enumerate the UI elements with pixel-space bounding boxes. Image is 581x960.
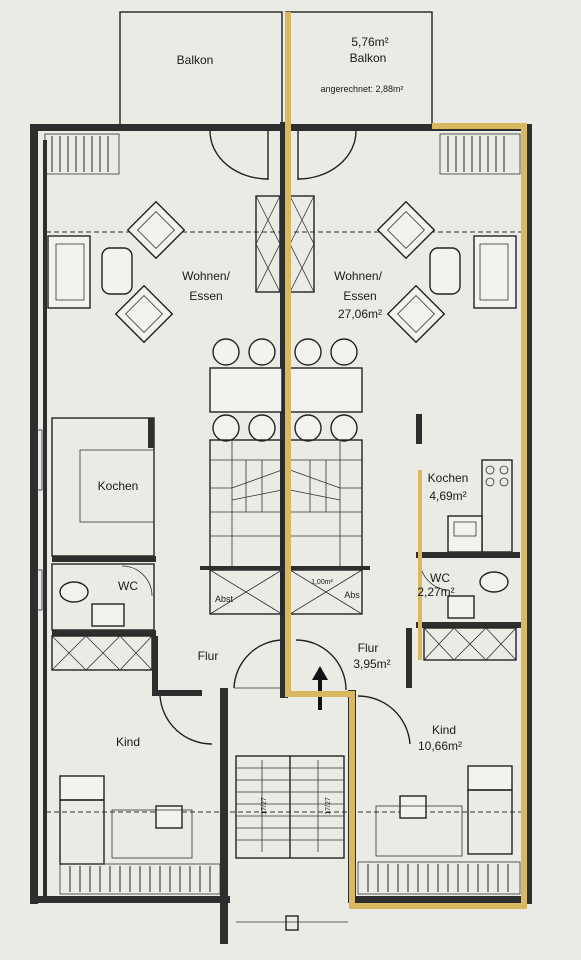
armchair-left-bottom [114, 284, 174, 344]
label-kochen-right: Kochen [428, 471, 469, 485]
label-balkon-left: Balkon [177, 53, 214, 67]
armchair-left-top [126, 200, 186, 260]
label-wc-left: WC [118, 579, 138, 593]
label-kind-right: Kind [432, 723, 456, 737]
armchair-right-top [376, 200, 436, 260]
label-balkon-area: 5,76m² [351, 35, 388, 49]
label-wohnen-left: Wohnen/ [182, 269, 230, 283]
kind-left-furniture [59, 775, 193, 865]
dining-table-right [289, 338, 363, 442]
wc-right [416, 559, 522, 628]
flur-wall-left-bottom [152, 690, 202, 696]
label-abst-left: Abst [215, 594, 234, 604]
label-kind-area: 10,66m² [418, 739, 462, 753]
roof-hatch-left [44, 133, 120, 175]
kitchen-left [51, 417, 156, 562]
label-kochen-left: Kochen [98, 479, 139, 493]
balcony-door-right [297, 130, 357, 180]
label-flur-left: Flur [198, 649, 219, 663]
label-stair-right: 17/27 [325, 797, 332, 815]
entry-door-arcs [159, 639, 411, 745]
main-stairwell [235, 755, 348, 931]
eave-hatch-bottom [59, 861, 521, 895]
flur-wall-right [406, 628, 412, 688]
label-essen-right: Essen [343, 289, 376, 303]
label-kind-left: Kind [116, 735, 140, 749]
armchair-right-bottom [386, 284, 446, 344]
stair-left-upper [209, 439, 283, 569]
coffee-table-left [101, 247, 133, 295]
dining-table-left [209, 338, 283, 442]
balcony-door-left [209, 130, 269, 180]
label-balkon-note: angerechnet: 2,88m² [320, 84, 403, 94]
left-wall-windows [35, 429, 43, 611]
apartment-highlight [285, 12, 527, 909]
label-stair-left: 17/27 [261, 797, 268, 815]
label-balkon-right: Balkon [350, 51, 387, 65]
label-abs-area: 1,00m² [311, 579, 333, 586]
wc-left [51, 563, 156, 636]
roof-hatch-right [439, 133, 521, 175]
label-essen-area: 27,06m² [338, 307, 382, 321]
sofa-right [473, 235, 517, 309]
kitchen-right [416, 414, 520, 558]
closet-left [51, 635, 153, 671]
label-flur-area: 3,95m² [353, 657, 390, 671]
coffee-table-right [429, 247, 461, 295]
flur-wall-left [152, 636, 158, 696]
label-wc-right: WC [430, 571, 450, 585]
closet-right [423, 627, 517, 661]
label-kochen-area: 4,69m² [429, 489, 466, 503]
label-abs-right: Abs [344, 590, 360, 600]
party-wall [280, 122, 288, 698]
label-wohnen-right: Wohnen/ [334, 269, 382, 283]
label-flur-right: Flur [358, 641, 379, 655]
label-essen-left: Essen [189, 289, 222, 303]
sofa-left [47, 235, 91, 309]
kind-right-furniture [375, 765, 513, 857]
label-wc-area: 2,27m² [417, 585, 454, 599]
